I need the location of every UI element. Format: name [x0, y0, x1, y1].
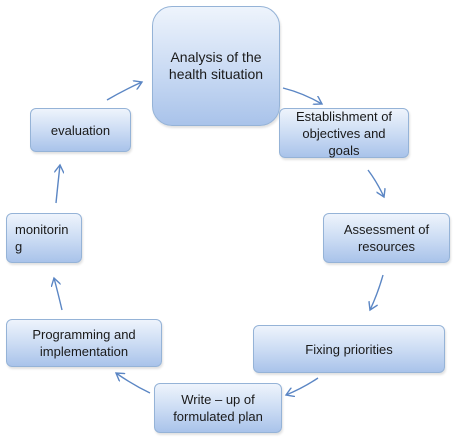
- node-assessment-of-resources: Assessment of resources: [323, 213, 450, 263]
- node-analysis-of-health-situation: Analysis of the health situation: [152, 6, 280, 126]
- node-monitoring-label: monitorin g: [15, 222, 69, 254]
- arrow-programming-to-monitoring: [54, 278, 63, 311]
- node-evaluation: evaluation: [30, 108, 131, 152]
- node-fixing-priorities: Fixing priorities: [253, 325, 445, 373]
- node-establishment-of-objectives: Establishment of objectives and goals: [279, 108, 409, 158]
- node-write-up-of-plan: Write – up of formulated plan: [154, 383, 282, 433]
- arrow-objectives-to-resources: [367, 169, 384, 197]
- arrow-evaluation-to-analysis: [106, 82, 142, 101]
- node-analysis-label: Analysis of the health situation: [168, 49, 264, 82]
- arrow-priorities-to-writeup: [286, 377, 319, 395]
- node-evaluation-label: evaluation: [50, 122, 111, 138]
- arrow-writeup-to-programming: [116, 373, 151, 394]
- arrow-resources-to-priorities: [370, 274, 384, 310]
- node-objectives-label: Establishment of objectives and goals: [295, 108, 393, 158]
- node-writeup-label: Write – up of formulated plan: [173, 392, 263, 424]
- node-resources-label: Assessment of resources: [343, 222, 430, 254]
- node-programming-and-implementation: Programming and implementation: [6, 319, 162, 367]
- node-programming-label: Programming and implementation: [32, 327, 136, 359]
- node-monitoring: monitorin g: [6, 213, 82, 263]
- arrow-monitoring-to-evaluation: [56, 165, 60, 204]
- arrow-analysis-to-objectives: [282, 87, 322, 104]
- node-priorities-label: Fixing priorities: [305, 341, 393, 357]
